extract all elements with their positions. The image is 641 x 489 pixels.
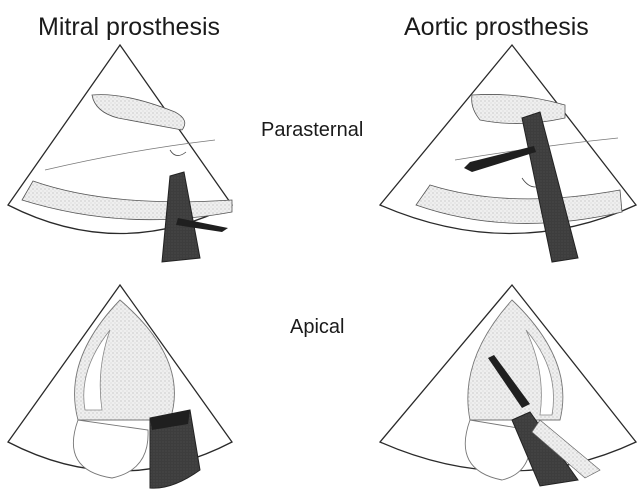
panel-mitral-apical [8, 285, 232, 488]
view-label-apical: Apical [290, 316, 344, 338]
panel-aortic-apical [380, 285, 636, 486]
column-title-aortic: Aortic prosthesis [404, 13, 589, 41]
panel-aortic-parasternal [380, 45, 636, 262]
panel-mitral-parasternal [8, 45, 232, 262]
column-title-mitral: Mitral prosthesis [38, 13, 220, 41]
view-label-parasternal: Parasternal [261, 119, 363, 141]
